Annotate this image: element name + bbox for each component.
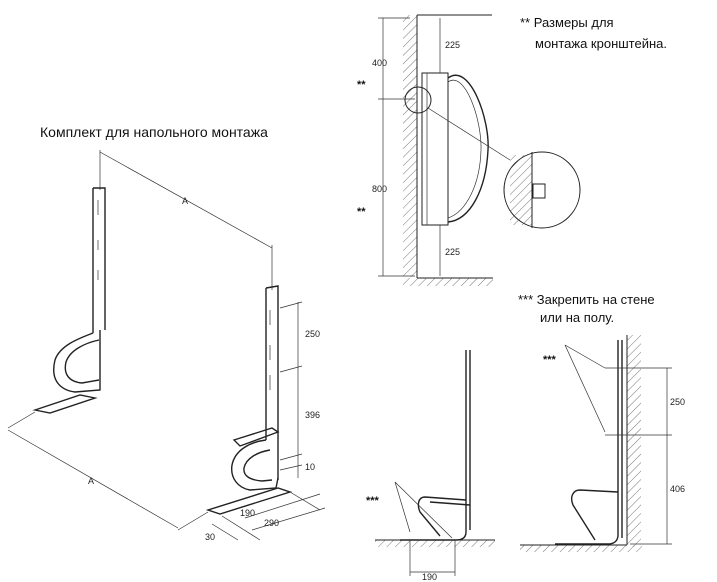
right-side-view: *** 250 406 bbox=[520, 335, 685, 552]
right-leg-dimensions: 250 396 10 bbox=[279, 301, 320, 478]
dim-225-top-label: 225 bbox=[445, 40, 460, 50]
bracket-note-line2: монтажа кронштейна. bbox=[535, 36, 667, 51]
bottom-dimensions: 190 290 30 bbox=[205, 491, 326, 542]
floor-kit-group: Комплект для напольного монтажа A bbox=[7, 124, 326, 542]
right-view-marker: *** bbox=[543, 354, 557, 366]
marker-upper: ** bbox=[357, 79, 366, 91]
right-view-dim-250: 250 bbox=[670, 397, 685, 407]
left-side-view: *** 190 bbox=[366, 350, 495, 582]
dim-30-label: 30 bbox=[205, 532, 215, 542]
left-leg bbox=[32, 150, 106, 414]
wall-bracket-group: 400 800 225 225 ** ** ** Размеры для мон… bbox=[357, 14, 667, 286]
fix-note-line1: *** Закрепить на стене bbox=[518, 292, 655, 307]
fix-note-line2: или на полу. bbox=[540, 310, 614, 325]
wall-hatch bbox=[403, 15, 417, 277]
dim-a-bottom-label: A bbox=[88, 476, 94, 486]
right-leg bbox=[205, 285, 293, 515]
floor-kit-title: Комплект для напольного монтажа bbox=[40, 124, 268, 140]
dim-800-label: 800 bbox=[372, 184, 387, 194]
dim-290-label: 290 bbox=[264, 518, 279, 528]
dim-190-label: 190 bbox=[240, 508, 255, 518]
detail-zoom bbox=[503, 151, 581, 229]
dim-396-label: 396 bbox=[305, 410, 320, 420]
dimension-a-top: A bbox=[99, 151, 273, 290]
dim-400-label: 400 bbox=[372, 58, 387, 68]
detail-marker-circle bbox=[404, 86, 432, 114]
right-view-dim-406: 406 bbox=[670, 484, 685, 494]
dim-225-bottom-label: 225 bbox=[445, 247, 460, 257]
dim-a-top-label: A bbox=[182, 196, 188, 206]
dimension-a-bottom: A bbox=[7, 411, 209, 531]
fix-note: *** Закрепить на стене или на полу. bbox=[518, 292, 655, 325]
marker-lower: ** bbox=[357, 206, 366, 218]
floor-hatch bbox=[403, 278, 493, 286]
dim-250-label: 250 bbox=[305, 329, 320, 339]
bracket-note-line1: ** Размеры для bbox=[520, 15, 614, 30]
dim-10-label: 10 bbox=[305, 462, 315, 472]
left-view-dim-190: 190 bbox=[422, 572, 437, 582]
heater-body bbox=[421, 72, 449, 226]
left-view-marker: *** bbox=[366, 495, 380, 507]
